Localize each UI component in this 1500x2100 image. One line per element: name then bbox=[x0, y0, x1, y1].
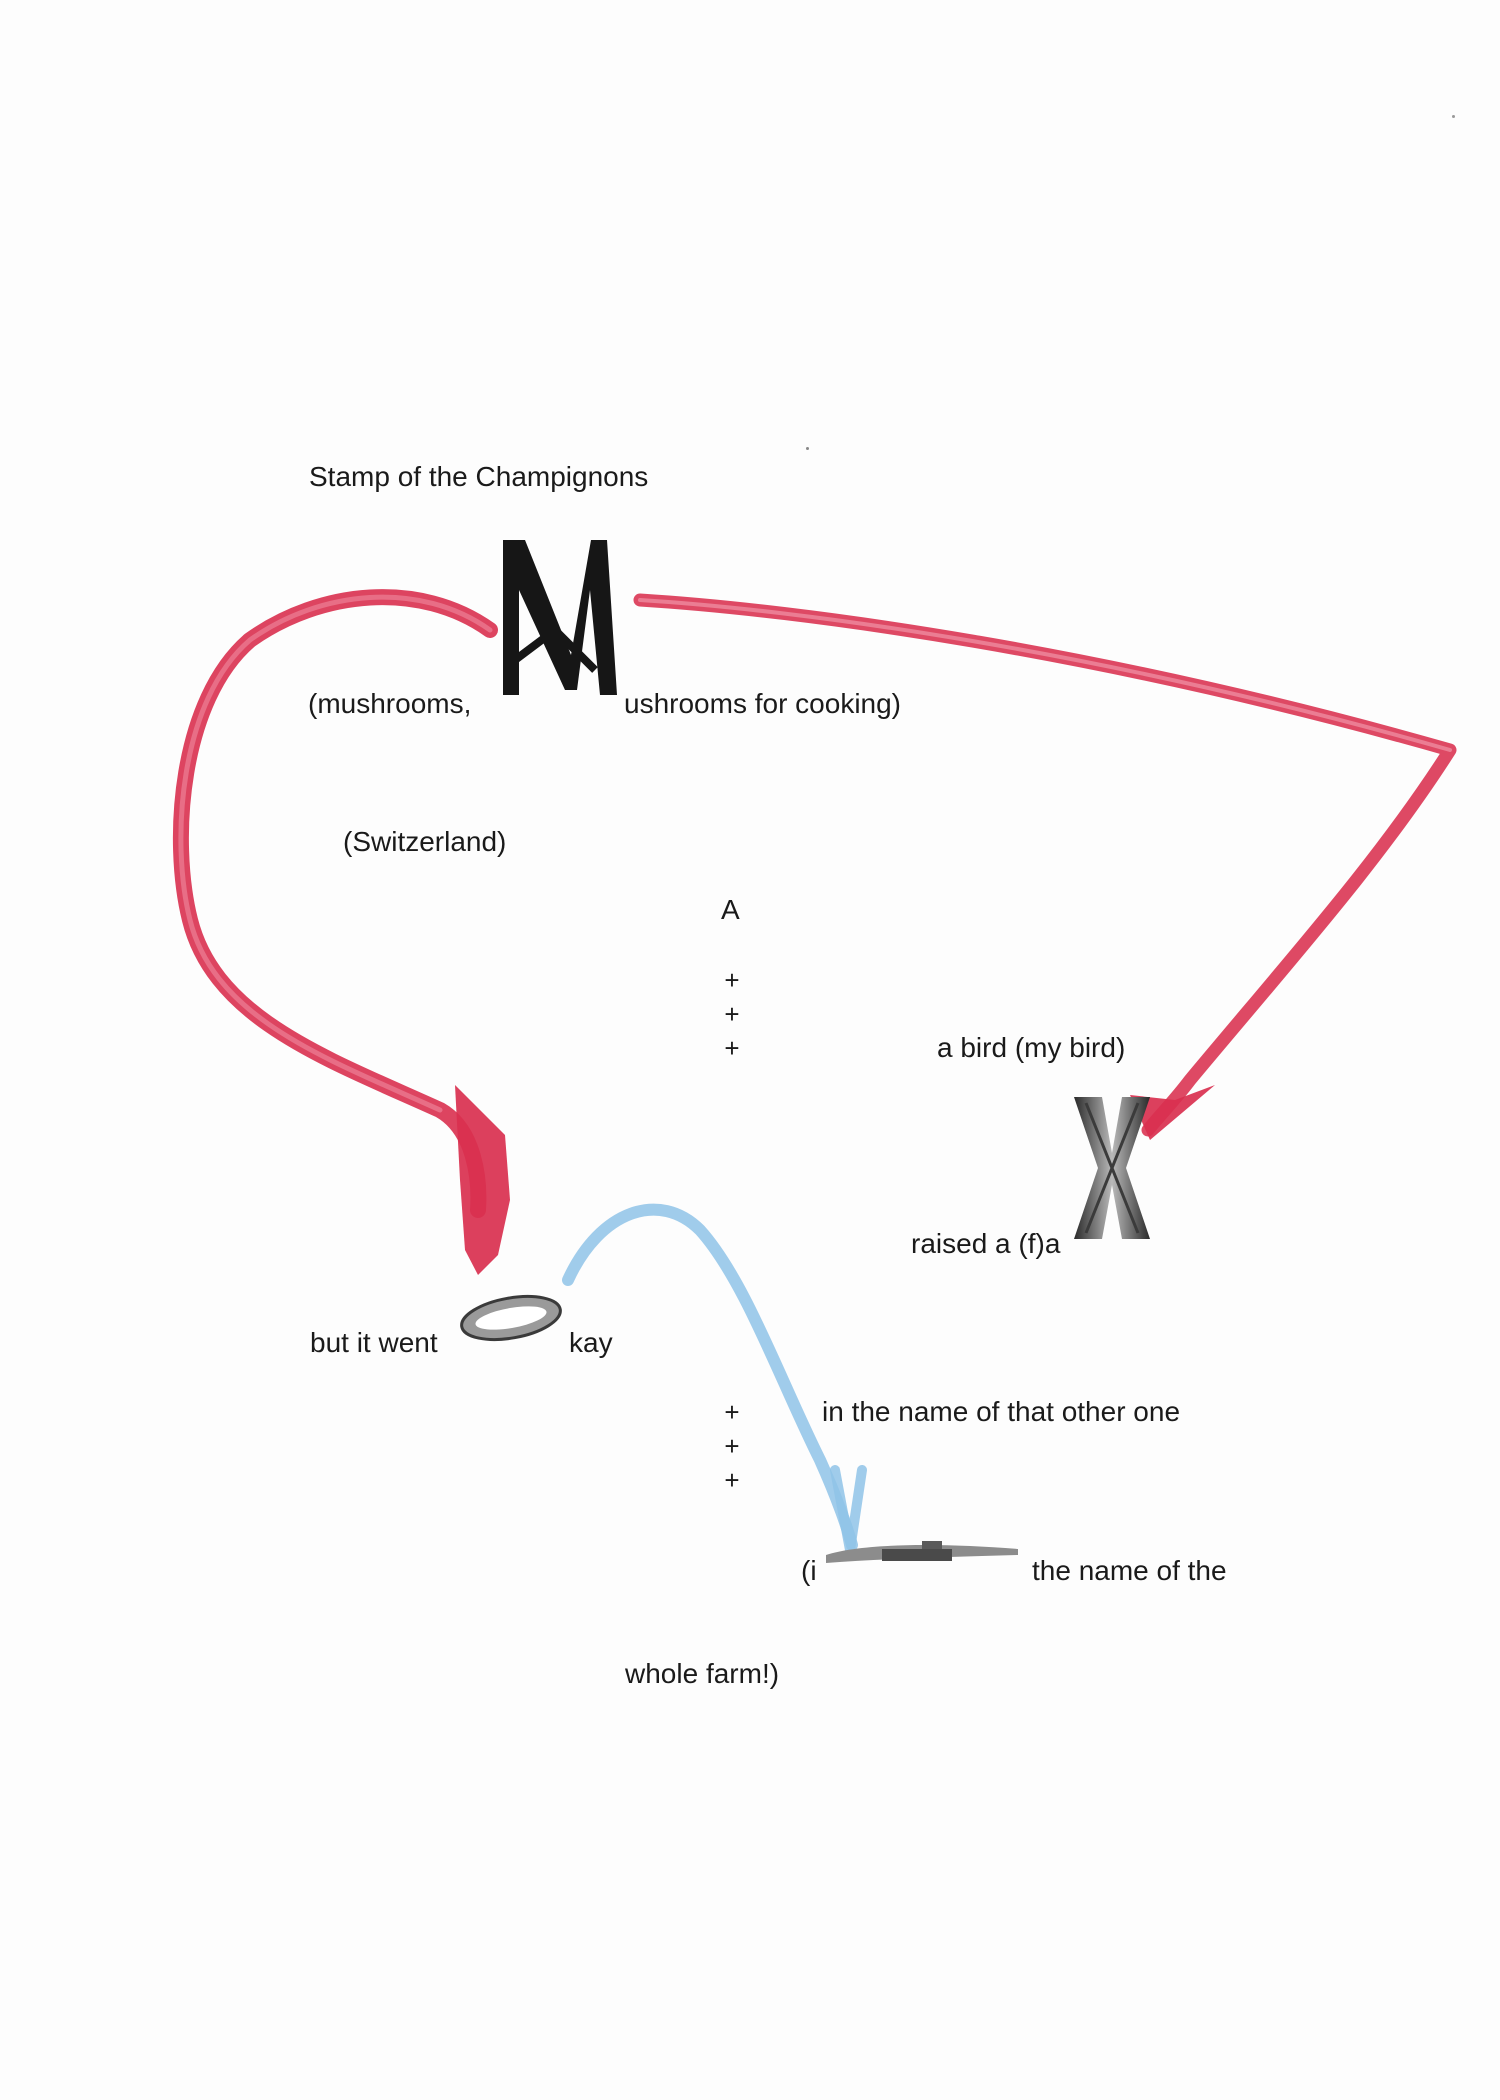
plus-mark: + bbox=[724, 1465, 740, 1495]
ink-speck bbox=[1452, 115, 1455, 118]
ink-speck bbox=[806, 447, 809, 450]
plus-mark: + bbox=[724, 1033, 740, 1063]
other-one-text: in the name of that other one bbox=[822, 1396, 1181, 1427]
plus-mark: + bbox=[724, 1397, 740, 1427]
mushrooms-right-text: ushrooms for cooking) bbox=[624, 688, 902, 719]
plus-mark: + bbox=[724, 1431, 740, 1461]
switzerland-text: (Switzerland) bbox=[343, 826, 507, 857]
blue-arrow-icon bbox=[562, 1203, 867, 1555]
kay-text: kay bbox=[569, 1327, 613, 1358]
plus-mark: + bbox=[724, 999, 740, 1029]
m-stamp-icon bbox=[503, 540, 617, 695]
red-arrow-right-icon bbox=[633, 593, 1457, 1140]
o-stamp-icon bbox=[460, 1294, 562, 1342]
raised-text: raised a (f)a bbox=[911, 1228, 1061, 1259]
paren-i-text: (i bbox=[801, 1555, 817, 1586]
plus-mark: + bbox=[724, 965, 740, 995]
went-text: but it went bbox=[310, 1327, 438, 1358]
stamp-title: Stamp of the Champignons bbox=[309, 461, 649, 492]
mushrooms-left-text: (mushrooms, bbox=[308, 688, 472, 719]
name-of-the-text: the name of the bbox=[1032, 1555, 1227, 1586]
bird-text: a bird (my bird) bbox=[937, 1032, 1126, 1063]
letter-a: A bbox=[721, 894, 740, 925]
n-stamp-icon bbox=[826, 1541, 1018, 1563]
whole-farm-text: whole farm!) bbox=[625, 1658, 780, 1689]
red-arrow-left-icon bbox=[172, 589, 510, 1275]
x-stamp-icon bbox=[1074, 1097, 1150, 1239]
